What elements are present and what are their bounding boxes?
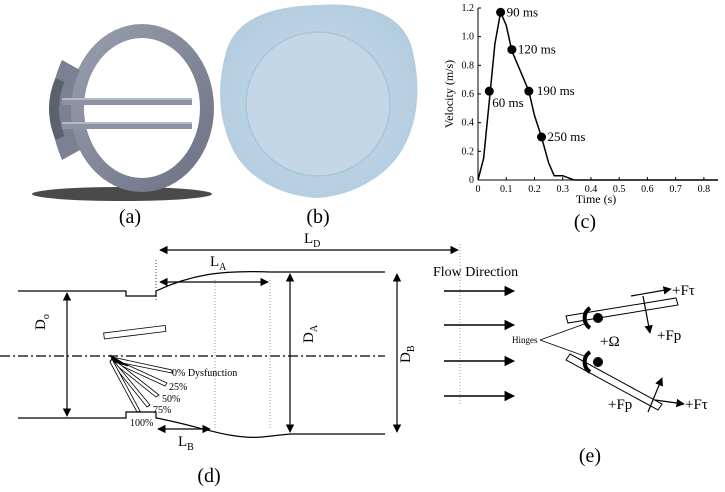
dysfunction-label-100: 100% <box>130 418 153 429</box>
y-tick-label: 0 <box>469 175 474 186</box>
ftau-bottom-arrow <box>654 398 685 408</box>
svg-text:DB: DB <box>398 345 417 363</box>
ftau-top-label: +Fτ <box>672 283 695 299</box>
strut-lower <box>62 122 192 129</box>
bottom-wall <box>18 411 385 438</box>
lower-rotation-arc <box>582 350 592 374</box>
y-tick-label: 1.2 <box>462 3 475 14</box>
hinges-label: Hinges <box>512 335 538 345</box>
dysfunction-label-50: 50% <box>162 394 180 405</box>
x-tick-label: 0.3 <box>556 184 569 195</box>
dysfunction-label-0: 0% Dysfunction <box>172 368 237 379</box>
label-DA: DA <box>301 324 320 343</box>
y-tick-label: 0.2 <box>462 146 475 157</box>
y-tick-label: 0.6 <box>462 89 475 100</box>
chart-xlabel: Time (s) <box>576 192 617 206</box>
chart-marker-point <box>524 86 534 96</box>
label-LD: LD <box>304 231 320 250</box>
dimension-arrows <box>62 245 459 434</box>
chart-marker-label: 120 ms <box>518 42 556 57</box>
x-tick-label: 0.8 <box>698 184 711 195</box>
svg-text:DA: DA <box>301 324 320 343</box>
chart-marker-label: 90 ms <box>507 4 538 19</box>
x-tick-label: 0.5 <box>613 184 626 195</box>
strut-upper <box>62 98 192 105</box>
chart-marker-label: 190 ms <box>537 83 575 98</box>
x-tick-label: 0.6 <box>641 184 654 195</box>
ftau-bottom-label: +Fτ <box>685 397 708 413</box>
ftau-top-arrow <box>630 286 672 297</box>
ring-shadow <box>32 187 212 201</box>
velocity-chart: 0 0.1 0.2 0.3 0.4 0.5 0.6 0.7 0.8 0 0.2 0.4 0.6 0.8 1.… <box>442 3 718 206</box>
chart-marker-point <box>507 45 517 55</box>
trilobe-inner-circle <box>245 31 391 177</box>
x-tick-label: 0.1 <box>500 184 513 195</box>
upper-hinge <box>593 313 603 323</box>
lower-hinge <box>593 357 603 367</box>
flow-arrows <box>444 285 516 402</box>
flow-direction-label: Flow Direction <box>433 265 518 280</box>
leaflet-100 <box>109 358 141 413</box>
fp-bottom-label: +Fp <box>608 397 632 413</box>
label-DB: DB <box>398 345 417 363</box>
panel-a-ring-model <box>32 24 214 201</box>
y-tick-label: 0.8 <box>462 60 475 71</box>
chart-marker-label: 250 ms <box>548 129 586 144</box>
panel-b-trilobe <box>220 4 418 198</box>
panel-e-forces <box>539 286 685 413</box>
fp-top-label: +Fp <box>657 328 681 344</box>
lower-leaflet <box>565 353 663 411</box>
x-tick-label: 0.7 <box>669 184 682 195</box>
ring-inner-opening <box>84 38 200 178</box>
label-LA: LA <box>210 254 227 273</box>
dysfunction-label-25: 25% <box>169 382 187 393</box>
chart-ylabel: Velocity (m/s) <box>442 60 456 128</box>
top-wall <box>18 271 385 297</box>
y-tick-label: 1.0 <box>462 32 475 43</box>
panel-label-e: (e) <box>579 445 601 467</box>
y-tick-label: 0.4 <box>462 118 475 129</box>
x-tick-label: 0 <box>476 184 481 195</box>
panel-label-a: (a) <box>119 206 141 228</box>
svg-text:Do: Do <box>33 314 52 330</box>
fp-bottom-arrow <box>647 377 664 413</box>
dysfunction-label-75: 75% <box>153 405 171 416</box>
fp-top-arrow <box>642 295 653 334</box>
leaflet-fan <box>103 325 173 413</box>
panel-label-c: (c) <box>574 211 596 233</box>
chart-marker-point <box>537 132 547 142</box>
label-Do: Do <box>33 314 52 330</box>
label-LB: LB <box>178 434 194 453</box>
upper-rotation-arc <box>582 306 592 330</box>
chart-marker-point <box>484 86 494 96</box>
x-tick-label: 0.4 <box>585 184 598 195</box>
chart-marker-point <box>496 7 506 17</box>
omega-label: +Ω <box>600 334 620 350</box>
panel-label-b: (b) <box>306 206 329 228</box>
x-tick-label: 0.2 <box>528 184 541 195</box>
panel-d-channel <box>0 244 461 438</box>
panel-label-d: (d) <box>197 465 220 487</box>
leaflet-open <box>103 325 167 340</box>
chart-marker-label: 60 ms <box>492 95 523 110</box>
